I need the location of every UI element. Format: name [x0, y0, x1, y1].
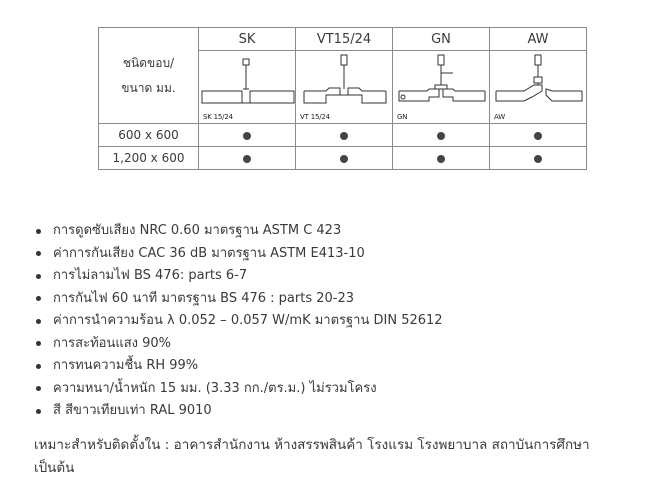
feature-item: ค่าการกันเสียง CAC 36 dB มาตรฐาน ASTM E4… [36, 243, 443, 266]
profile-gn: GN [392, 50, 490, 124]
bullet-icon [36, 228, 41, 234]
feature-text: ค่าการนำความร้อน λ 0.052 – 0.057 W/mK มา… [53, 313, 443, 328]
available-dot [437, 155, 445, 163]
availability-gn [392, 123, 490, 147]
bullet-icon [36, 341, 41, 347]
feature-text: ค่าการกันเสียง CAC 36 dB มาตรฐาน ASTM E4… [53, 245, 365, 261]
bullet-icon [36, 318, 41, 324]
profile-row: SK 15/24 VT 15/24 [99, 50, 587, 124]
availability-vt [295, 123, 393, 147]
feature-item: ความหนา/น้ำหนัก 15 มม. (3.33 กก./ตร.ม.) … [36, 378, 443, 401]
profile-sk: SK 15/24 [198, 50, 296, 124]
available-dot [243, 132, 251, 140]
feature-text: ความหนา/น้ำหนัก 15 มม. (3.33 กก./ตร.ม.) … [53, 380, 377, 396]
feature-text: การสะท้อนแสง 90% [53, 335, 172, 351]
type-header-sk: SK [198, 27, 296, 51]
availability-aw [489, 146, 587, 170]
gn-edge-diagram [398, 54, 486, 102]
bullet-icon [36, 386, 41, 392]
type-header-row: ชนิดขอบ/ ขนาด มม. SK VT15/24 GN AW [98, 27, 587, 124]
profile-vt: VT 15/24 [295, 50, 393, 124]
size-mm-label: ขนาด มม. [121, 80, 176, 95]
profile-code-sk: SK 15/24 [203, 113, 233, 121]
feature-item: การสะท้อนแสง 90% [36, 333, 443, 356]
size-label: 600 x 600 [98, 123, 199, 147]
feature-item: สี สีขาวเทียบเท่า RAL 9010 [36, 400, 443, 423]
size-row-600x600: 600 x 600 [98, 123, 587, 147]
size-row-1200x600: 1,200 x 600 [98, 146, 587, 170]
feature-item: ค่าการนำความร้อน λ 0.052 – 0.057 W/mK มา… [36, 310, 443, 333]
type-header-aw: AW [489, 27, 587, 51]
profile-code-aw: AW [494, 113, 505, 121]
availability-sk [198, 146, 296, 170]
type-header-vt: VT15/24 [295, 27, 393, 51]
feature-text: สี สีขาวเทียบเท่า RAL 9010 [53, 403, 212, 418]
available-dot [340, 155, 348, 163]
size-label: 1,200 x 600 [98, 146, 199, 170]
available-dot [534, 132, 542, 140]
sk-edge-diagram [201, 58, 295, 104]
bullet-icon [36, 296, 41, 302]
availability-vt [295, 146, 393, 170]
feature-text: การดูดซับเสียง NRC 0.60 มาตรฐาน ASTM C 4… [53, 223, 342, 238]
availability-sk [198, 123, 296, 147]
available-dot [243, 155, 251, 163]
bullet-icon [36, 251, 41, 257]
bullet-icon [36, 408, 41, 414]
profile-code-vt: VT 15/24 [300, 113, 330, 121]
profile-code-gn: GN [397, 113, 408, 121]
feature-item: การกันไฟ 60 นาที มาตรฐาน BS 476 : parts … [36, 288, 443, 311]
feature-text: การไม่ลามไฟ BS 476: parts 6-7 [53, 268, 248, 283]
suitable-for-text: เหมาะสำหรับติดตั้งใน : อาคารสำนักงาน ห้า… [34, 437, 590, 476]
feature-text: การกันไฟ 60 นาที มาตรฐาน BS 476 : parts … [53, 290, 355, 306]
available-dot [437, 132, 445, 140]
feature-item: การดูดซับเสียง NRC 0.60 มาตรฐาน ASTM C 4… [36, 220, 443, 243]
spec-table: ชนิดขอบ/ ขนาด มม. SK VT15/24 GN AW SK 15… [98, 27, 587, 170]
bullet-icon [36, 363, 41, 369]
bullet-icon [36, 273, 41, 279]
vt-edge-diagram [303, 54, 387, 104]
feature-text: การทนความชื้น RH 99% [53, 358, 199, 373]
available-dot [534, 155, 542, 163]
profile-aw: AW [489, 50, 587, 124]
feature-item: การไม่ลามไฟ BS 476: parts 6-7 [36, 265, 443, 288]
edge-size-header: ชนิดขอบ/ ขนาด มม. [98, 27, 199, 124]
feature-list: การดูดซับเสียง NRC 0.60 มาตรฐาน ASTM C 4… [36, 220, 443, 423]
availability-aw [489, 123, 587, 147]
edge-type-label: ชนิดขอบ/ [122, 55, 175, 70]
availability-gn [392, 146, 490, 170]
available-dot [340, 132, 348, 140]
feature-item: การทนความชื้น RH 99% [36, 355, 443, 378]
type-header-gn: GN [392, 27, 490, 51]
aw-edge-diagram [495, 54, 583, 102]
